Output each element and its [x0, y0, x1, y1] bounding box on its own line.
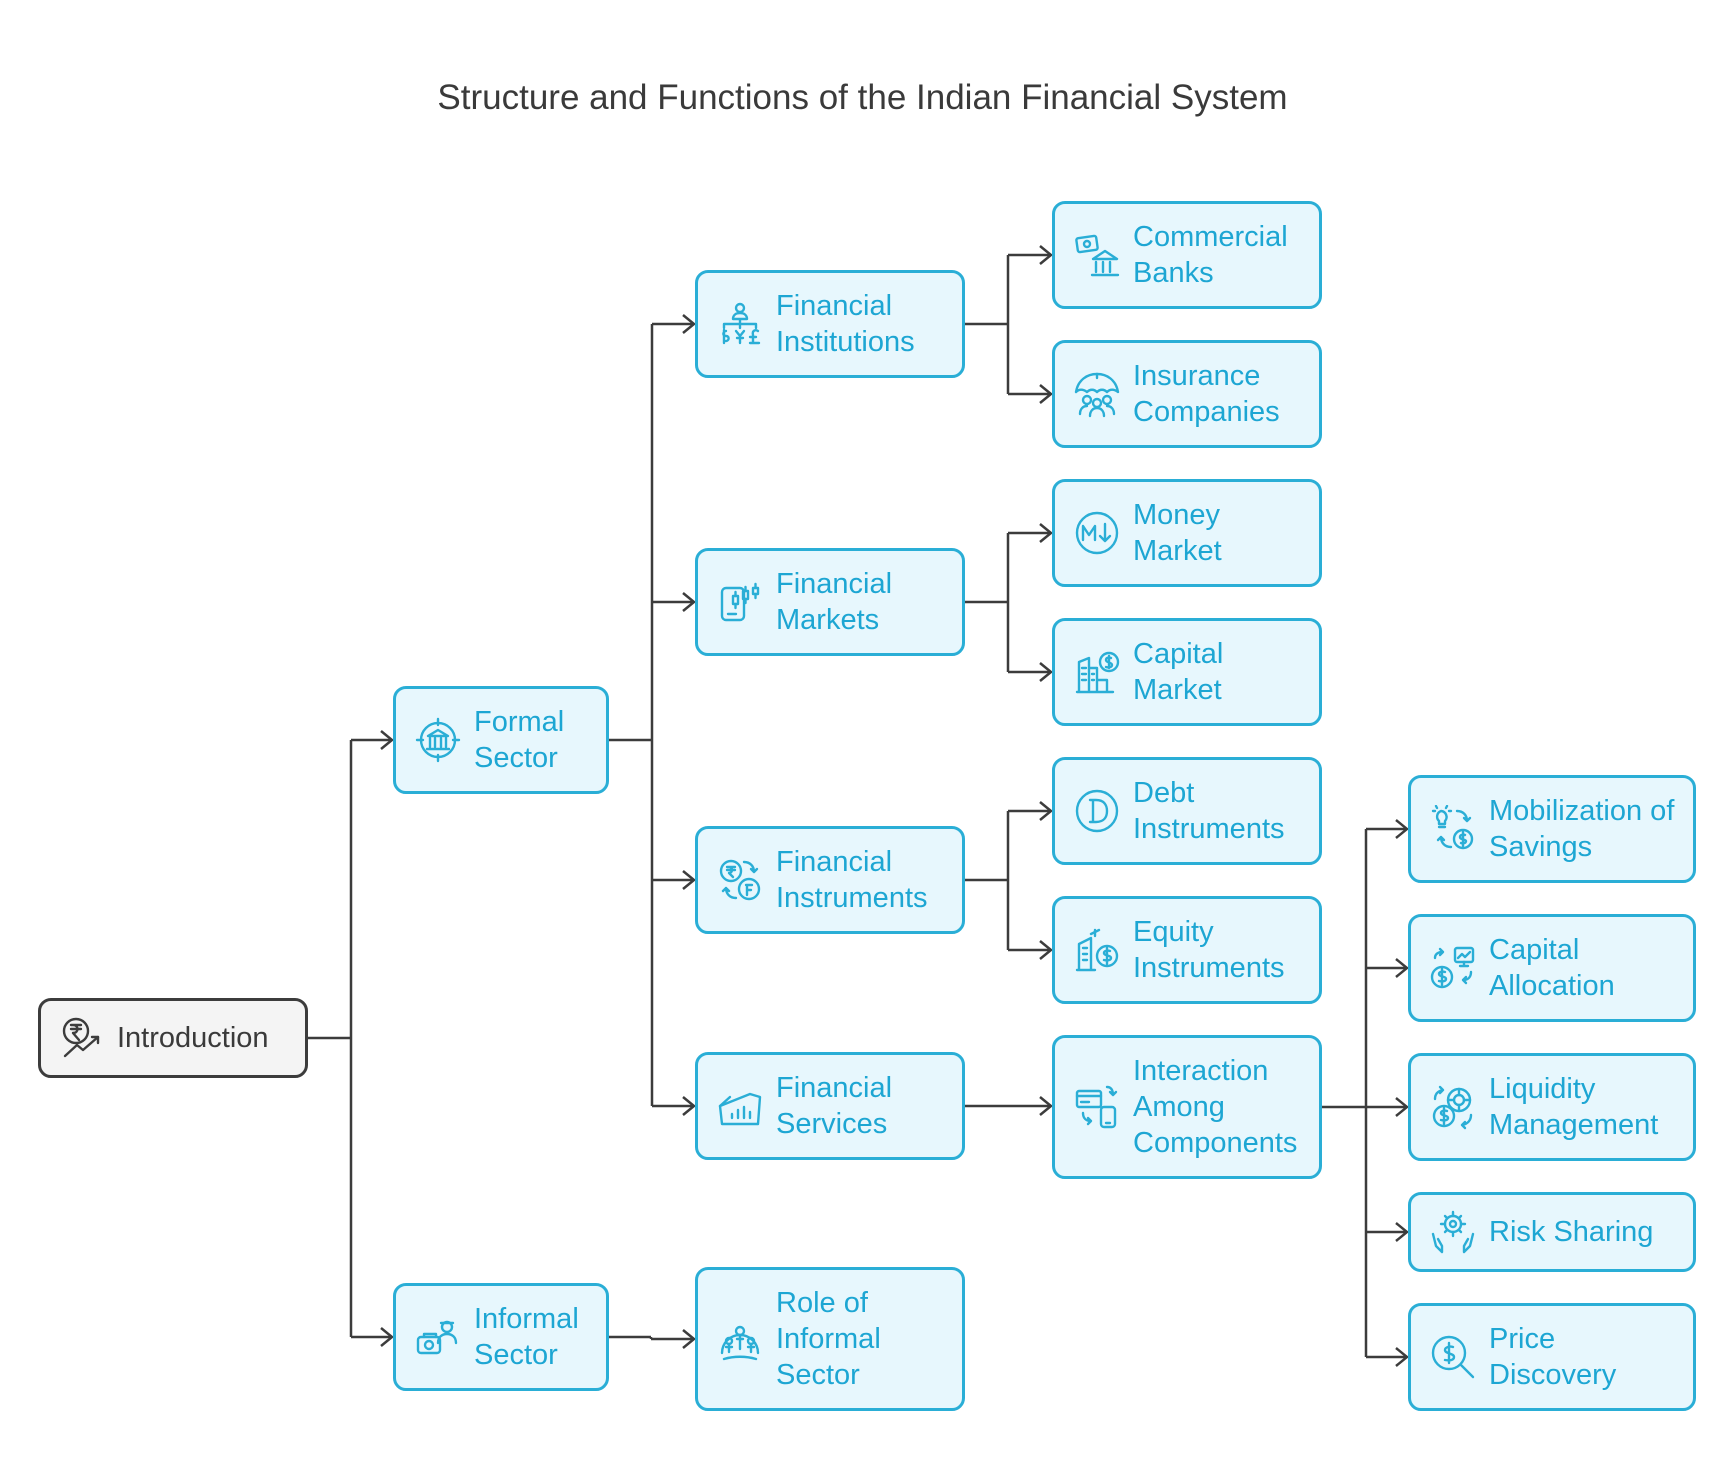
node-label: Financial Institutions: [776, 290, 915, 358]
rupee-growth-icon: [59, 1014, 107, 1062]
money-down-icon: [1073, 509, 1121, 557]
debt-coin-icon: [1073, 787, 1121, 835]
node-price: Price Discovery: [1408, 1303, 1696, 1411]
arrowhead: [1395, 1097, 1409, 1117]
node-label: Role of Informal Sector: [776, 1287, 881, 1391]
node-instruments: Financial Instruments: [695, 826, 965, 934]
bank-target-icon: [414, 716, 462, 764]
node-risk: Risk Sharing: [1408, 1192, 1696, 1272]
arrowhead: [1039, 245, 1053, 265]
node-mobilization: Mobilization of Savings: [1408, 775, 1696, 883]
node-label: Capital Market: [1133, 638, 1224, 706]
node-label: Informal Sector: [474, 1303, 579, 1371]
arrowhead: [682, 1329, 696, 1349]
node-formal: Formal Sector: [393, 686, 609, 794]
node-label: Mobilization of Savings: [1489, 795, 1675, 863]
dollar-chart-icon: [1429, 944, 1477, 992]
node-allocation: Capital Allocation: [1408, 914, 1696, 1022]
node-label: Formal Sector: [474, 706, 565, 774]
arrowhead: [682, 870, 696, 890]
node-label: Liquidity Management: [1489, 1073, 1659, 1141]
idea-savings-icon: [1429, 805, 1477, 853]
node-label: Commercial Banks: [1133, 221, 1288, 289]
node-commercial-banks: Commercial Banks: [1052, 201, 1322, 309]
arrowhead: [1395, 1222, 1409, 1242]
node-capital-market: Capital Market: [1052, 618, 1322, 726]
node-informal: Informal Sector: [393, 1283, 609, 1391]
node-equity: Equity Instruments: [1052, 896, 1322, 1004]
city-dollar-icon: [1073, 648, 1121, 696]
dollar-cycle-icon: [1429, 1083, 1477, 1131]
arrowhead: [1039, 1096, 1053, 1116]
arrowhead: [1039, 384, 1053, 404]
currency-hierarchy-icon: [716, 300, 764, 348]
arrowhead: [1395, 819, 1409, 839]
arrowhead: [682, 314, 696, 334]
arrowhead: [1039, 940, 1053, 960]
diagram-title: Structure and Functions of the Indian Fi…: [437, 78, 1288, 117]
arrowhead: [1395, 958, 1409, 978]
node-label: Money Market: [1133, 499, 1222, 567]
node-insurance: Insurance Companies: [1052, 340, 1322, 448]
card-phone-icon: [1073, 1083, 1121, 1131]
node-label: Equity Instruments: [1133, 916, 1285, 984]
node-interaction: Interaction Among Components: [1052, 1035, 1322, 1179]
wallet-chart-icon: [716, 1082, 764, 1130]
node-label: Insurance Companies: [1133, 360, 1280, 428]
community-money-icon: [716, 1315, 764, 1363]
node-institutions: Financial Institutions: [695, 270, 965, 378]
node-label: Financial Services: [776, 1072, 893, 1140]
node-label: Introduction: [117, 1022, 269, 1054]
arrowhead: [1395, 1347, 1409, 1367]
node-role-informal: Role of Informal Sector: [695, 1267, 965, 1411]
dollar-search-icon: [1429, 1333, 1477, 1381]
mobile-trading-icon: [716, 578, 764, 626]
person-cash-icon: [414, 1313, 462, 1361]
node-liquidity: Liquidity Management: [1408, 1053, 1696, 1161]
arrowhead: [1039, 523, 1053, 543]
arrowhead: [682, 592, 696, 612]
node-label: Debt Instruments: [1133, 777, 1285, 845]
currency-exchange-icon: [716, 856, 764, 904]
arrowhead: [380, 1327, 394, 1347]
node-label: Risk Sharing: [1489, 1216, 1654, 1248]
umbrella-people-icon: [1073, 370, 1121, 418]
node-label: Interaction Among Components: [1133, 1055, 1298, 1159]
arrowhead: [1039, 801, 1053, 821]
node-introduction: Introduction: [38, 998, 308, 1078]
node-label: Capital Allocation: [1489, 934, 1615, 1002]
arrowhead: [682, 1096, 696, 1116]
arrowhead: [380, 730, 394, 750]
building-dollar-icon: [1073, 926, 1121, 974]
arrowhead: [1039, 662, 1053, 682]
hands-gear-icon: [1429, 1208, 1477, 1256]
node-label: Financial Markets: [776, 568, 893, 636]
node-label: Financial Instruments: [776, 846, 928, 914]
bank-cash-icon: [1073, 231, 1121, 279]
node-markets: Financial Markets: [695, 548, 965, 656]
node-money-market: Money Market: [1052, 479, 1322, 587]
node-label: Price Discovery: [1489, 1323, 1617, 1391]
node-services: Financial Services: [695, 1052, 965, 1160]
node-debt: Debt Instruments: [1052, 757, 1322, 865]
